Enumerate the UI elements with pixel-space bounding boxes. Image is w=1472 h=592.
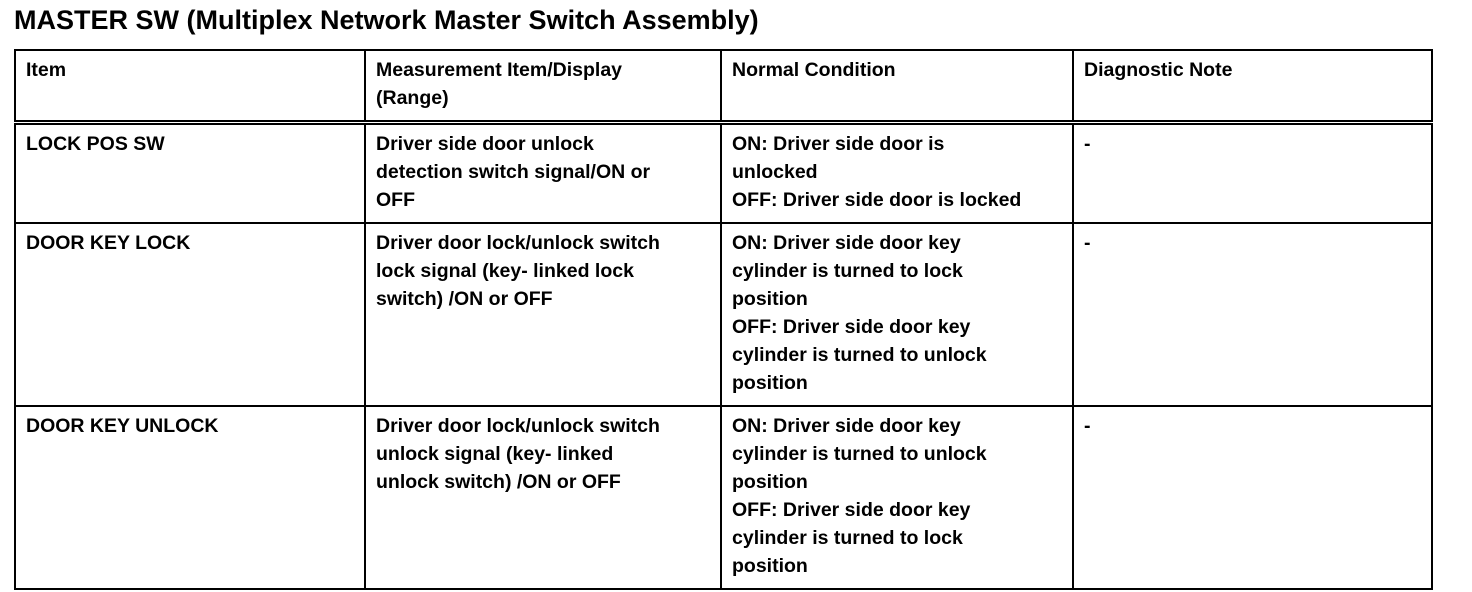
- cell-line: lock signal (key- linked lock: [376, 260, 634, 282]
- cell-line: unlock signal (key- linked: [376, 443, 614, 465]
- cell-line: cylinder is turned to unlock: [732, 443, 987, 465]
- cell-measurement: Driver door lock/unlock switch unlock si…: [364, 405, 722, 590]
- table-row: DOOR KEY LOCK Driver door lock/unlock sw…: [14, 222, 1433, 407]
- header-measurement: Measurement Item/Display (Range): [364, 49, 722, 125]
- cell-line: Driver side door unlock: [376, 133, 594, 155]
- cell-item: DOOR KEY UNLOCK: [14, 405, 366, 590]
- cell-line: position: [732, 471, 808, 493]
- cell-line: cylinder is turned to unlock: [732, 344, 987, 366]
- header-diagnostic-note: Diagnostic Note: [1072, 49, 1433, 125]
- cell-diagnostic-note: -: [1072, 121, 1433, 224]
- cell-line: OFF: [376, 189, 415, 211]
- cell-line: cylinder is turned to lock: [732, 527, 963, 549]
- cell-item: LOCK POS SW: [14, 121, 366, 224]
- cell-line: Driver door lock/unlock switch: [376, 415, 660, 437]
- cell-line: OFF: Driver side door is locked: [732, 189, 1022, 211]
- cell-line: Driver door lock/unlock switch: [376, 232, 660, 254]
- cell-line: detection switch signal/ON or: [376, 161, 651, 183]
- cell-line: cylinder is turned to lock: [732, 260, 963, 282]
- cell-line: switch) /ON or OFF: [376, 288, 553, 310]
- cell-item: DOOR KEY LOCK: [14, 222, 366, 407]
- cell-line: position: [732, 288, 808, 310]
- cell-line: unlock switch) /ON or OFF: [376, 471, 621, 493]
- cell-normal-condition: ON: Driver side door key cylinder is tur…: [720, 222, 1074, 407]
- table-header-row: Item Measurement Item/Display (Range) No…: [14, 49, 1433, 125]
- cell-measurement: Driver side door unlock detection switch…: [364, 121, 722, 224]
- cell-line: OFF: Driver side door key: [732, 316, 971, 338]
- cell-measurement: Driver door lock/unlock switch lock sign…: [364, 222, 722, 407]
- table-row: LOCK POS SW Driver side door unlock dete…: [14, 121, 1433, 224]
- data-list-table: Item Measurement Item/Display (Range) No…: [14, 49, 1433, 590]
- cell-normal-condition: ON: Driver side door key cylinder is tur…: [720, 405, 1074, 590]
- cell-line: ON: Driver side door is: [732, 133, 945, 155]
- header-measurement-line: (Range): [376, 87, 449, 109]
- header-measurement-line: Measurement Item/Display: [376, 59, 623, 81]
- cell-line: ON: Driver side door key: [732, 415, 961, 437]
- header-normal-condition: Normal Condition: [720, 49, 1074, 125]
- header-item: Item: [14, 49, 366, 125]
- cell-line: unlocked: [732, 161, 818, 183]
- cell-line: OFF: Driver side door key: [732, 499, 971, 521]
- cell-diagnostic-note: -: [1072, 405, 1433, 590]
- cell-normal-condition: ON: Driver side door is unlocked OFF: Dr…: [720, 121, 1074, 224]
- cell-diagnostic-note: -: [1072, 222, 1433, 407]
- table-row: DOOR KEY UNLOCK Driver door lock/unlock …: [14, 405, 1433, 590]
- cell-line: position: [732, 372, 808, 394]
- cell-line: position: [732, 555, 808, 577]
- page-title: MASTER SW (Multiplex Network Master Swit…: [14, 5, 759, 35]
- cell-line: ON: Driver side door key: [732, 232, 961, 254]
